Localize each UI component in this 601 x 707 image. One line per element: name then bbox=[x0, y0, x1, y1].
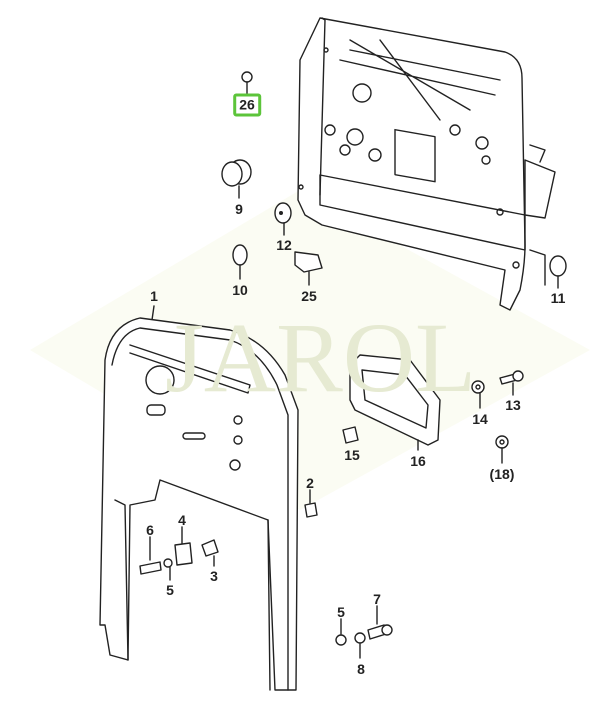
part-10-cap bbox=[232, 244, 248, 280]
part-1-frame bbox=[99, 305, 299, 691]
part-2-pin bbox=[304, 489, 318, 518]
part-6-bolt bbox=[139, 536, 173, 581]
part-4-plate bbox=[174, 526, 193, 566]
callout-7[interactable]: 7 bbox=[373, 591, 381, 607]
callout-2[interactable]: 2 bbox=[306, 475, 314, 491]
part-25-clip bbox=[294, 251, 323, 286]
back-plate bbox=[297, 17, 556, 311]
callout-11[interactable]: 11 bbox=[550, 290, 566, 306]
callout-13[interactable]: 13 bbox=[505, 397, 521, 413]
callout-4[interactable]: 4 bbox=[178, 512, 186, 528]
callout-9[interactable]: 9 bbox=[235, 201, 243, 217]
callout-3[interactable]: 3 bbox=[210, 568, 218, 584]
callout-14[interactable]: 14 bbox=[472, 411, 488, 427]
callout-16[interactable]: 16 bbox=[410, 453, 426, 469]
part-14-washer bbox=[471, 380, 485, 409]
callout-25[interactable]: 25 bbox=[301, 288, 317, 304]
part-11-cap bbox=[549, 255, 567, 289]
callout-10[interactable]: 10 bbox=[232, 282, 248, 298]
callout-6[interactable]: 6 bbox=[146, 522, 154, 538]
callout-5-lower[interactable]: 5 bbox=[337, 604, 345, 620]
callout-5[interactable]: 5 bbox=[166, 582, 174, 598]
callout-8[interactable]: 8 bbox=[357, 661, 365, 677]
part-12-grommet bbox=[274, 202, 292, 236]
part-15-spacer bbox=[342, 426, 359, 444]
part-16-gasket bbox=[349, 354, 441, 451]
part-18-nut bbox=[495, 435, 509, 464]
callout-15[interactable]: 15 bbox=[344, 447, 360, 463]
part-13-bolt bbox=[499, 370, 524, 396]
callout-1[interactable]: 1 bbox=[150, 288, 158, 304]
part-26-oring bbox=[241, 71, 253, 83]
callout-12[interactable]: 12 bbox=[276, 237, 292, 253]
part-3-spacer bbox=[201, 539, 219, 567]
part-7-bolt bbox=[335, 605, 393, 659]
callout-26[interactable]: 26 bbox=[233, 93, 261, 117]
part-9-plug bbox=[221, 159, 252, 199]
callout-18[interactable]: (18) bbox=[489, 466, 515, 482]
